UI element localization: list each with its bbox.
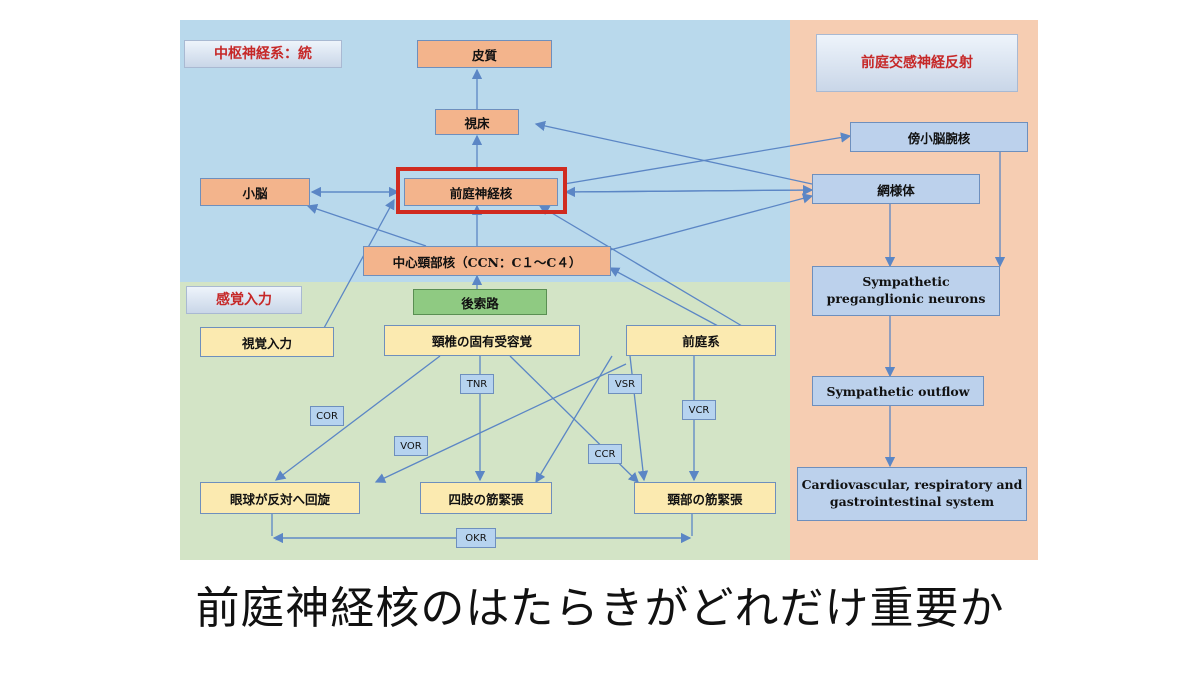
ccr-label: CCR [588, 444, 622, 464]
eye-rotation-node: 眼球が反対へ回旋 [200, 482, 360, 514]
vsr-label: VSR [608, 374, 642, 394]
vor-label: VOR [394, 436, 428, 456]
preganglionic-node: Sympathetic preganglionic neurons [812, 266, 1000, 316]
okr-label: OKR [456, 528, 496, 548]
central-region-label: 中枢神経系：統 [184, 40, 342, 68]
sensory-region-label: 感覚入力 [186, 286, 302, 314]
visual-input-node: 視覚入力 [200, 327, 334, 357]
dorsal-column-node: 後索路 [413, 289, 547, 315]
vcr-label: VCR [682, 400, 716, 420]
vestibular-diagram: 中枢神経系：統 感覚入力 前庭交感神経反射 [180, 20, 1038, 560]
reticular-formation-node: 網様体 [812, 174, 980, 204]
target-systems-node: Cardiovascular, respiratory and gastroin… [797, 467, 1027, 521]
cervical-proprioception-node: 頸椎の固有受容覚 [384, 325, 580, 356]
vestibular-nucleus-highlight [396, 167, 567, 214]
ccn-node: 中心頸部核（CCN：C１～C４） [363, 246, 611, 276]
limb-tone-node: 四肢の筋緊張 [420, 482, 552, 514]
neck-tone-node: 頸部の筋緊張 [634, 482, 776, 514]
cortex-node: 皮質 [417, 40, 552, 68]
parabrachial-node: 傍小脳腕核 [850, 122, 1028, 152]
sympathetic-outflow-node: Sympathetic outflow [812, 376, 984, 406]
cerebellum-node: 小脳 [200, 178, 310, 206]
sympathetic-region-label: 前庭交感神経反射 [816, 34, 1018, 92]
tnr-label: TNR [460, 374, 494, 394]
cor-label: COR [310, 406, 344, 426]
thalamus-node: 視床 [435, 109, 519, 135]
vestibular-nucleus-node: 前庭神経核 [404, 178, 558, 206]
vestibular-system-node: 前庭系 [626, 325, 776, 356]
caption: 前庭神経核のはたらきがどれだけ重要か [195, 583, 1005, 634]
